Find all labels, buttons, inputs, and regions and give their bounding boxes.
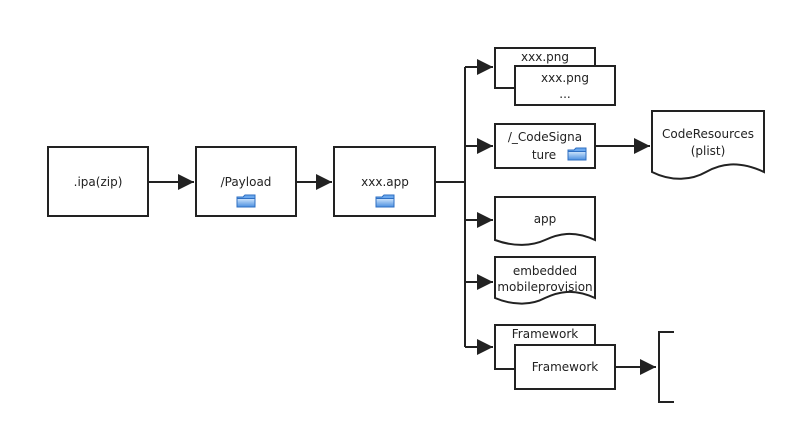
- codesignature-label-line2: ture: [532, 148, 556, 162]
- png-front-label: xxx.png: [541, 71, 589, 85]
- codesignature-label-line1: /_CodeSigna: [508, 130, 582, 144]
- embedded-provision-node: embedded mobileprovision: [494, 256, 596, 305]
- png-stack-node: xxx.png xxx.png ...: [494, 47, 616, 106]
- folder-icon: [236, 194, 256, 208]
- embedded-label-line2: mobileprovision: [497, 280, 592, 294]
- folder-icon: [375, 194, 395, 208]
- app-binary-node: app: [494, 196, 596, 246]
- payload-node: /Payload: [195, 146, 297, 217]
- framework-contents-bracket: [658, 331, 674, 403]
- coderesources-label-line2: (plist): [691, 144, 726, 158]
- coderesources-node: CodeResources (plist): [651, 110, 765, 180]
- svg-text:.ipa(zip): .ipa(zip): [74, 175, 123, 189]
- coderesources-label-line1: CodeResources: [662, 127, 754, 141]
- payload-label: /Payload: [221, 175, 272, 189]
- codesignature-node: /_CodeSigna ture: [494, 123, 596, 169]
- folder-icon: [567, 147, 587, 161]
- framework-stack-node: Framework Framework: [494, 324, 616, 390]
- app-bundle-label: xxx.app: [361, 175, 409, 189]
- app-binary-label: app: [534, 212, 557, 226]
- framework-front-label: Framework: [532, 360, 598, 374]
- png-back-label: xxx.png: [521, 50, 569, 64]
- png-more-label: ...: [559, 87, 570, 101]
- app-bundle-node: xxx.app: [333, 146, 436, 217]
- ipa-node: .ipa(zip): [47, 146, 149, 217]
- embedded-label-line1: embedded: [513, 264, 577, 278]
- framework-back-label: Framework: [512, 327, 578, 341]
